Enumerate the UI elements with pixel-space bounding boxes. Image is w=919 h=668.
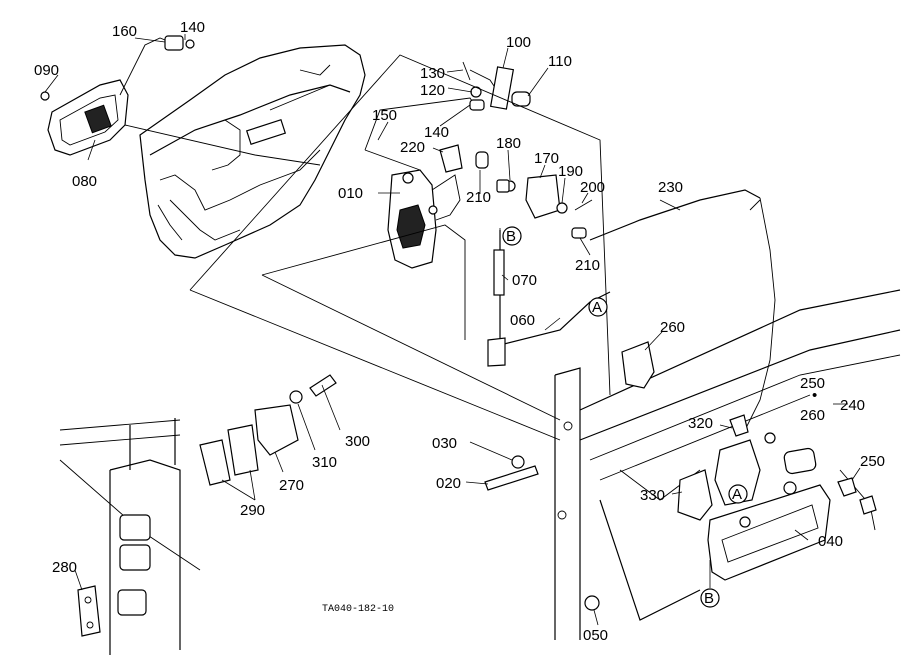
handle-040 (707, 484, 831, 581)
clip-140 (164, 35, 184, 51)
callout-100: 100 (506, 34, 531, 51)
marker-b-upper: B (499, 226, 522, 246)
outside-handle-assembly (677, 414, 877, 581)
callout-210a: 210 (466, 189, 491, 206)
clip-210a (475, 151, 489, 169)
marker-a-upper: A (588, 297, 608, 317)
callout-080: 080 (72, 173, 97, 190)
callout-180: 180 (496, 135, 521, 152)
callout-190: 190 (558, 163, 583, 180)
callout-250a: 250 (800, 375, 825, 392)
callout-230: 230 (658, 179, 683, 196)
callout-170: 170 (534, 150, 559, 167)
key-250 (837, 477, 857, 497)
callout-130: 130 (420, 65, 445, 82)
lever-170 (525, 174, 561, 219)
plate-280 (77, 585, 101, 637)
svg-text:A: A (592, 299, 602, 316)
spring-220 (439, 144, 463, 173)
door-inner-panel (139, 44, 366, 259)
washer-190 (556, 202, 568, 214)
callout-090: 090 (34, 62, 59, 79)
shim-290a (199, 439, 231, 486)
screw-020 (484, 465, 539, 491)
callout-120: 120 (420, 82, 445, 99)
callout-070: 070 (512, 272, 537, 289)
clip-210b (571, 227, 587, 239)
callout-020: 020 (436, 475, 461, 492)
bolt-300 (309, 374, 337, 397)
window-regulator-handle (40, 35, 321, 166)
callout-200: 200 (580, 179, 605, 196)
callout-030: 030 (432, 435, 457, 452)
figure-code: TA040-182-10 (322, 604, 394, 615)
washer-310 (289, 390, 303, 404)
callout-290: 290 (240, 502, 265, 519)
callout-280: 280 (52, 559, 77, 576)
leader-lines (44, 34, 861, 626)
svg-text:B: B (506, 228, 516, 245)
dot-separator: • (812, 387, 817, 404)
fasteners (484, 421, 600, 611)
callout-310: 310 (312, 454, 337, 471)
callout-140: 140 (180, 19, 205, 36)
marker-b-lower: B (700, 560, 720, 608)
callout-240: 240 (840, 397, 865, 414)
door-frame-lines (189, 54, 901, 640)
washer-030 (511, 455, 525, 469)
pillar-section (59, 418, 201, 655)
callout-labels: 160 140 090 080 100 130 120 110 150 140 … (34, 19, 885, 644)
callout-260b: 260 (800, 407, 825, 424)
svg-text:A: A (732, 486, 742, 503)
rod-230-lower (744, 197, 776, 431)
shim-290b (227, 424, 259, 476)
callout-160: 160 (112, 23, 137, 40)
callout-010: 010 (338, 185, 363, 202)
callout-150: 150 (372, 107, 397, 124)
rod-230 (589, 189, 761, 241)
upper-small-parts (439, 61, 593, 239)
lever-320 (714, 439, 761, 506)
latch-assembly (364, 69, 501, 269)
callout-250b: 250 (860, 453, 885, 470)
rods-070-060 (487, 230, 611, 367)
marker-a-lower: A (728, 484, 748, 504)
cylinder-240 (783, 447, 817, 475)
clip-140b (469, 99, 485, 111)
striker-parts (199, 374, 337, 486)
callout-140b: 140 (424, 124, 449, 141)
callout-050: 050 (583, 627, 608, 644)
callout-210b: 210 (575, 257, 600, 274)
callout-220: 220 (400, 139, 425, 156)
callout-060: 060 (510, 312, 535, 329)
bracket-100 (489, 66, 515, 110)
callout-320: 320 (688, 415, 713, 432)
screw-090 (40, 91, 50, 101)
callout-110: 110 (548, 53, 572, 70)
nut-050 (584, 595, 600, 611)
lever-330 (677, 469, 713, 521)
callout-040: 040 (818, 533, 843, 550)
svg-text:B: B (704, 590, 714, 607)
callout-300: 300 (345, 433, 370, 450)
panel-slot (245, 119, 287, 145)
callout-270: 270 (279, 477, 304, 494)
striker-270 (254, 404, 299, 456)
callout-260a: 260 (660, 319, 685, 336)
callout-330: 330 (640, 487, 665, 504)
cover-260a (621, 341, 655, 389)
